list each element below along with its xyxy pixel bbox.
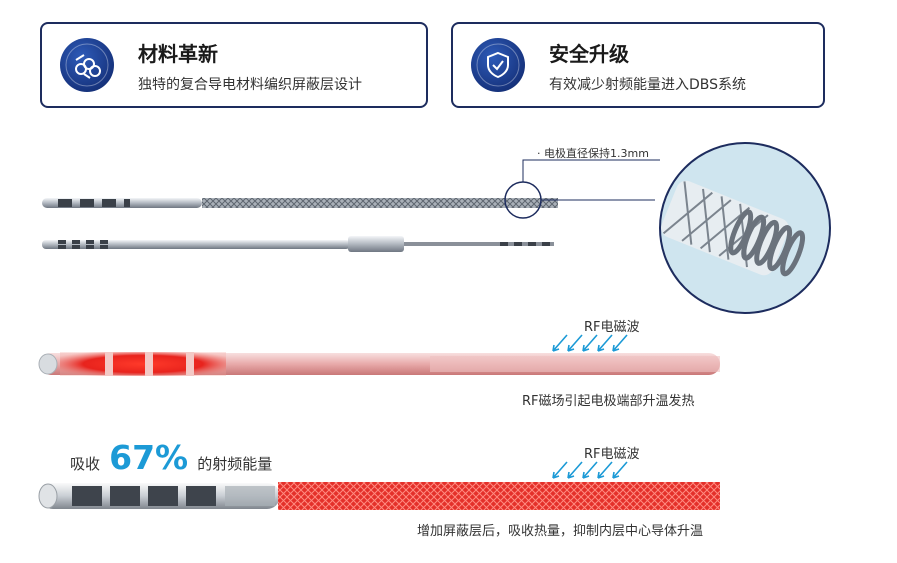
cable-bundle-icon — [60, 38, 114, 92]
feature-card-safety: 安全升级 有效减少射频能量进入DBS系统 — [451, 22, 825, 108]
feature-subtitle: 有效减少射频能量进入DBS系统 — [549, 77, 747, 93]
heating-caption: RF磁场引起电极端部升温发热 — [522, 394, 695, 409]
rf-wave-arrows-bottom — [552, 461, 628, 479]
shielding-caption: 增加屏蔽层后，吸收热量，抑制内层中心导体升温 — [417, 524, 704, 539]
diameter-note: · 电极直径保持1.3mm — [537, 147, 649, 160]
lead-shielded — [38, 482, 720, 510]
electrode-lead-braided — [42, 198, 558, 208]
absorption-stat: 吸收 67% 的射频能量 — [70, 438, 272, 477]
absorb-suffix: 的射频能量 — [197, 455, 273, 473]
feature-title: 材料革新 — [138, 42, 218, 66]
rf-wave-arrows-top — [552, 334, 628, 352]
feature-subtitle: 独特的复合导电材料编织屏蔽层设计 — [138, 77, 362, 93]
feature-card-materials: 材料革新 独特的复合导电材料编织屏蔽层设计 — [40, 22, 428, 108]
magnified-braid-view — [659, 142, 831, 314]
feature-title: 安全升级 — [549, 42, 629, 66]
shield-check-icon — [471, 38, 525, 92]
absorb-percent: 67% — [109, 438, 189, 477]
lead-heated-tip — [38, 352, 720, 376]
rf-wave-label: RF电磁波 — [584, 320, 640, 335]
electrode-lead-segmented — [42, 236, 554, 252]
rf-wave-label: RF电磁波 — [584, 447, 640, 462]
absorb-prefix: 吸收 — [70, 455, 101, 473]
